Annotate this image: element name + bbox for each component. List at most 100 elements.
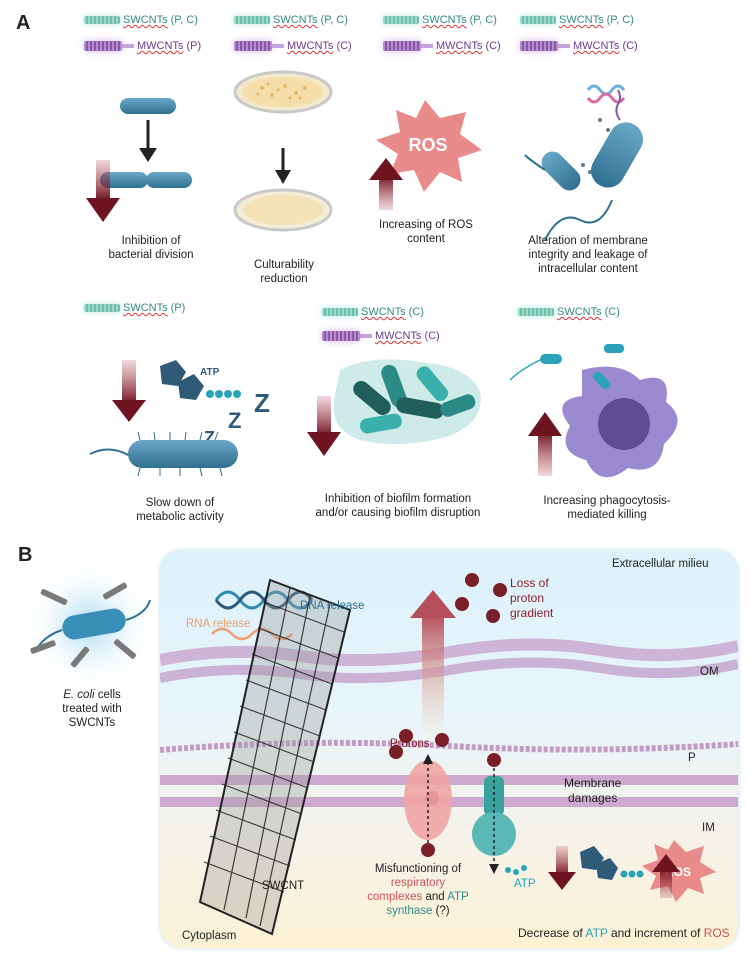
caption-line: metabolic activity: [136, 511, 224, 523]
swcnt-paren: (P, C): [320, 14, 348, 26]
swcnt-label-b: SWCNT: [262, 880, 305, 892]
peptidoglycan-layer: [160, 739, 738, 753]
mwcnt-tube-icon: [234, 41, 272, 51]
mwcnt-tag: MWCNTs(C): [234, 40, 352, 52]
swcnt-paren: (P, C): [170, 14, 198, 26]
swcnt-tag: SWCNTs(P, C): [234, 14, 348, 26]
membrane-illustration: ROS: [160, 573, 738, 936]
caption-line: Alteration of membrane: [528, 235, 648, 247]
caption-line: bacterial division: [108, 249, 194, 261]
swcnt-tag: SWCNTs(P): [84, 302, 185, 314]
svg-text:Z: Z: [228, 408, 241, 433]
caption-line: Increasing of ROS: [379, 219, 473, 231]
mwcnt-label: MWCNTs: [375, 330, 422, 342]
caption-line: Inhibition of: [121, 235, 181, 247]
swcnt-label: SWCNTs: [123, 14, 168, 26]
swcnt-label: SWCNTs: [422, 14, 467, 26]
caption-line: mediated killing: [567, 509, 647, 521]
caption-culturability: Culturability reduction: [224, 258, 344, 286]
swcnt-label: SWCNTs: [557, 306, 602, 318]
svg-text:Z: Z: [254, 388, 270, 418]
svg-text:Z: Z: [204, 428, 215, 448]
caption-line: integrity and leakage of: [528, 249, 648, 261]
panel-b-letter: B: [18, 544, 33, 566]
swcnt-paren: (P, C): [606, 14, 634, 26]
mwcnt-label: MWCNTs: [287, 40, 334, 52]
cytoplasm-label: Cytoplasm: [182, 930, 237, 942]
caption-line: E. coli cells: [42, 688, 142, 702]
nanotube-icon: [30, 582, 137, 668]
mwcnt-label: MWCNTs: [137, 40, 184, 52]
caption-line: Inhibition of biofilm formation: [324, 493, 472, 505]
biofilm-icon: [333, 359, 481, 445]
atp-label-b: ATP: [514, 878, 536, 890]
mwcnt-tag: MWCNTs(P): [84, 40, 201, 52]
ecoli-inset: [24, 560, 156, 691]
mwcnt-paren: (C): [622, 40, 638, 52]
proton-escape-arrow-icon: [410, 590, 456, 734]
swcnt-tag: SWCNTs(P, C): [84, 14, 198, 26]
panel-a-row2-illustrations: ATP Z Z Z: [89, 344, 678, 478]
caption-line: content: [407, 233, 445, 245]
decrease-arrow-icon: [86, 160, 120, 222]
swcnt-paren: (P): [170, 302, 186, 314]
caption-line: Increasing phagocytosis-: [543, 495, 671, 507]
protons-label: Protons: [390, 738, 430, 750]
decrease-arrow-icon: [548, 846, 576, 890]
decrease-arrow-icon: [112, 360, 146, 422]
petri-dish-icon: [233, 70, 333, 232]
ecoli-caption: E. coli cells treated with SWCNTs: [42, 688, 142, 730]
swcnt-tube-icon: [518, 308, 554, 316]
swcnt-tube-icon: [234, 16, 270, 24]
p-label: P: [688, 752, 696, 764]
caption-line: Membrane: [564, 776, 622, 790]
extracellular-label: Extracellular milieu: [612, 558, 709, 570]
sleeping-bacterium-icon: [89, 431, 238, 477]
panel-a-row1-illustrations: ROS: [86, 70, 643, 241]
caption-phagocytosis: Increasing phagocytosis- mediated killin…: [522, 494, 692, 522]
swcnt-paren: (C): [604, 306, 620, 318]
caption-line: Culturability: [253, 259, 315, 271]
caption-division: Inhibition of bacterial division: [96, 234, 206, 262]
swcnt-paren: (C): [408, 306, 424, 318]
caption-line: Loss of: [510, 576, 549, 590]
caption-line: complexes and ATP: [367, 891, 469, 903]
caption-line: Misfunctioning of: [374, 863, 462, 875]
swcnt-paren: (P, C): [469, 14, 497, 26]
caption-line: gradient: [510, 606, 554, 620]
swcnt-tube-icon: [84, 304, 120, 312]
rna-release-label: RNA release: [186, 618, 251, 630]
mwcnt-paren: (C): [336, 40, 352, 52]
mwcnt-tag: MWCNTs(C): [520, 40, 638, 52]
rna-strand-icon: [211, 627, 293, 641]
swcnt-tag: SWCNTs(P, C): [520, 14, 634, 26]
atp-molecule-icon: ATP: [160, 360, 241, 400]
swcnt-tag: SWCNTs(C): [322, 306, 424, 318]
mwcnt-label: MWCNTs: [573, 40, 620, 52]
mwcnt-tube-icon: [520, 41, 558, 51]
mwcnt-label: MWCNTs: [436, 40, 483, 52]
caption-line: synthase (?): [386, 905, 450, 917]
caption-line: Slow down of: [145, 497, 215, 509]
caption-line: treated with: [62, 703, 122, 715]
dna-release-label: DNA release: [300, 600, 365, 612]
mwcnt-tube-icon: [84, 41, 122, 51]
caption-line: and/or causing biofilm disruption: [315, 507, 481, 519]
membrane-damages-label: Membrane damages: [564, 776, 621, 806]
swcnt-tube-icon: [322, 308, 358, 316]
om-label: OM: [700, 666, 719, 678]
caption-line: proton: [510, 591, 545, 605]
decrease-atp-label: Decrease of ATP and increment of ROS: [518, 926, 730, 940]
swcnt-label: SWCNTs: [123, 302, 168, 314]
swcnt-label: SWCNTs: [273, 14, 318, 26]
ros-burst-icon: ROS: [376, 100, 482, 192]
outer-membrane: [160, 638, 738, 684]
mwcnt-tag: MWCNTs(C): [322, 330, 440, 342]
mwcnt-tag: MWCNTs(C): [383, 40, 501, 52]
mwcnt-tube-icon: [322, 331, 360, 341]
leaking-bacteria-icon: [524, 84, 643, 241]
caption-ros: Increasing of ROS content: [366, 218, 486, 246]
swcnt-tube-icon: [383, 16, 419, 24]
macrophage-icon: [509, 344, 678, 478]
decrease-arrow-icon: [307, 396, 341, 456]
